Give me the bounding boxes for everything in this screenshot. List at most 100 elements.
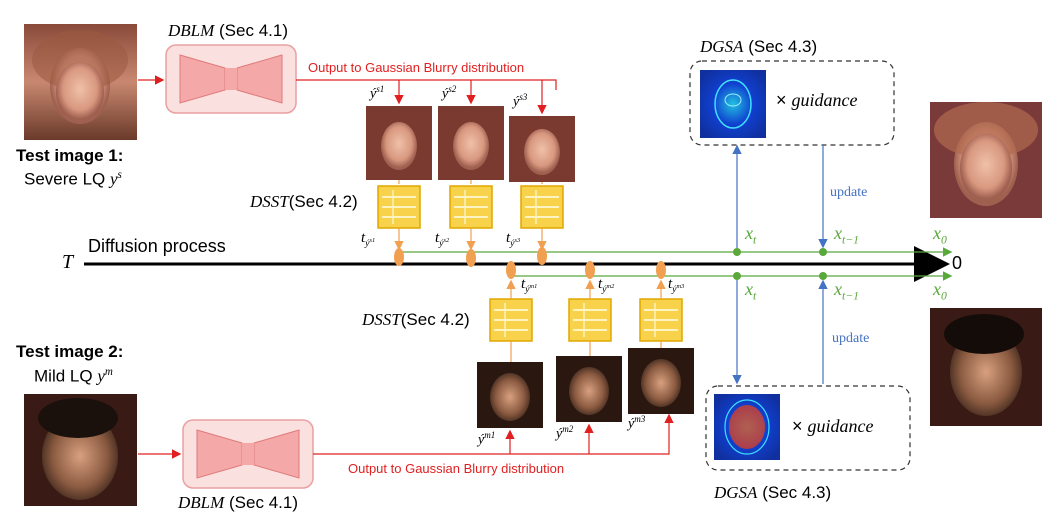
mild-out-2-base: ý	[556, 426, 563, 442]
test1-desc-text: Severe LQ	[24, 169, 106, 189]
sev-step-2-sub: ý	[439, 238, 444, 249]
mild-output-label-3: ým3	[628, 414, 645, 433]
mild-step-label-1: tým1	[521, 276, 537, 295]
mild-step-label-3: tým3	[668, 276, 684, 295]
xt-bottom-sub: t	[753, 289, 757, 303]
test2-var-sup: m	[104, 366, 113, 378]
mild-step-3-subsup: m3	[676, 282, 685, 290]
guidance-label-top: × guidance	[776, 90, 858, 111]
xt-top-base: x	[745, 223, 753, 243]
xt1-bottom-base: x	[834, 279, 842, 299]
dgsa-name-bottom: DGSA	[714, 483, 758, 502]
dgsa-box-top	[689, 60, 895, 146]
sev-out-1-base: ý	[370, 86, 377, 102]
x0-bottom-sub: 0	[941, 289, 947, 303]
dsst-blocks-top	[377, 185, 564, 229]
output-label-bottom: Output to Gaussian Blurry distribution	[348, 461, 565, 476]
mild-output-label-2: ým2	[556, 424, 573, 443]
update-label-top: update	[830, 185, 868, 200]
dsst-blocks-bottom	[489, 298, 683, 342]
xt-bottom-base: x	[745, 279, 753, 299]
x0-top-base: x	[933, 223, 941, 243]
test2-title: Test image 2:	[16, 342, 124, 361]
severe-step-label-1: týs1	[361, 230, 375, 249]
mild-step-2-base: t	[598, 276, 603, 292]
xt1-top-base: x	[834, 223, 842, 243]
test-image-1	[24, 24, 137, 140]
sev-out-3-sup: s3	[519, 92, 528, 102]
mild-step-2-subsup: m2	[606, 282, 615, 290]
mild-step-1-sub: ý	[525, 284, 530, 295]
sev-out-1-sup: s1	[376, 84, 385, 94]
output-image-2	[930, 308, 1042, 426]
x0-bottom-base: x	[933, 279, 941, 299]
dblm-sec-top: (Sec 4.1)	[219, 21, 288, 40]
sev-step-3-base: t	[506, 230, 511, 246]
mild-output-label-1: ým1	[478, 430, 495, 449]
dblm-network-top	[165, 44, 297, 114]
dsst-sec-top: (Sec 4.2)	[288, 192, 358, 211]
xt1-top-sub: t−1	[842, 233, 859, 247]
state-xt1-bottom: xt−1	[834, 279, 859, 303]
dblm-name-bottom: DBLM	[178, 493, 225, 512]
mild-step-1-base: t	[521, 276, 526, 292]
mild-out-1-sup: m1	[484, 430, 496, 440]
severe-output-label-1: ýs1	[370, 84, 384, 103]
sev-step-2-base: t	[435, 230, 440, 246]
sev-step-1-subsup: s1	[369, 236, 376, 244]
sev-step-3-subsup: s3	[514, 236, 521, 244]
test1-title: Test image 1:	[16, 146, 124, 165]
dgsa-label-bottom: DGSA (Sec 4.3)	[714, 483, 831, 503]
severe-step-label-3: týs3	[506, 230, 520, 249]
dgsa-sec-top: (Sec 4.3)	[748, 37, 818, 56]
state-xt-top: xt	[745, 223, 756, 247]
test1-desc: Severe LQ ys	[24, 169, 122, 190]
timeline-end: 0	[952, 253, 963, 273]
dblm-label-top: DBLM (Sec 4.1)	[168, 21, 288, 41]
update-label-bottom: update	[832, 331, 870, 346]
test2-desc-text: Mild LQ	[34, 366, 93, 386]
dsst-name-top: DSST	[250, 192, 289, 211]
state-x0-bottom: x0	[933, 279, 947, 303]
test1-var: y	[110, 169, 118, 189]
dgsa-sec-bottom: (Sec 4.3)	[762, 483, 832, 502]
dblm-sec-bottom: (Sec 4.1)	[229, 493, 298, 512]
dgsa-name-top: DGSA	[700, 37, 744, 56]
step-markers	[394, 247, 666, 279]
mild-step-3-sub: ý	[672, 284, 677, 295]
test1-var-sup: s	[117, 169, 122, 181]
dsst-sec-bottom: (Sec 4.2)	[400, 310, 470, 329]
times-top: ×	[776, 90, 787, 110]
severe-output-label-2: ýs2	[442, 84, 456, 103]
timeline-start: T	[62, 251, 74, 273]
sev-out-2-base: ý	[442, 86, 449, 102]
mild-step-2-sub: ý	[602, 284, 607, 295]
times-bottom: ×	[792, 416, 803, 436]
test-image-2	[24, 394, 137, 506]
xt-top-sub: t	[753, 233, 757, 247]
dgsa-box-bottom	[705, 385, 911, 471]
output-label-top: Output to Gaussian Blurry distribution	[308, 60, 525, 75]
state-dots	[733, 248, 827, 280]
x0-top-sub: 0	[941, 233, 947, 247]
dblm-name-top: DBLM	[168, 21, 215, 40]
sev-step-1-sub: ý	[365, 238, 370, 249]
sev-step-1-base: t	[361, 230, 366, 246]
sev-out-3-base: ý	[513, 94, 520, 110]
mild-out-2-sup: m2	[562, 424, 574, 434]
mild-step-3-base: t	[668, 276, 673, 292]
state-xt-bottom: xt	[745, 279, 756, 303]
guidance-map-bottom	[714, 394, 780, 460]
dblm-label-bottom: DBLM (Sec 4.1)	[178, 493, 298, 513]
sev-out-2-sup: s2	[448, 84, 457, 94]
state-xt1-top: xt−1	[834, 223, 859, 247]
mild-out-3-base: ý	[628, 416, 635, 432]
sev-step-3-sub: ý	[510, 238, 515, 249]
severe-output-label-3: ýs3	[513, 92, 527, 111]
timeline-label: Diffusion process	[88, 236, 226, 256]
mild-out-3-sup: m3	[634, 414, 646, 424]
guidance-map-top	[700, 70, 766, 138]
guidance-text-bottom: guidance	[807, 416, 874, 436]
